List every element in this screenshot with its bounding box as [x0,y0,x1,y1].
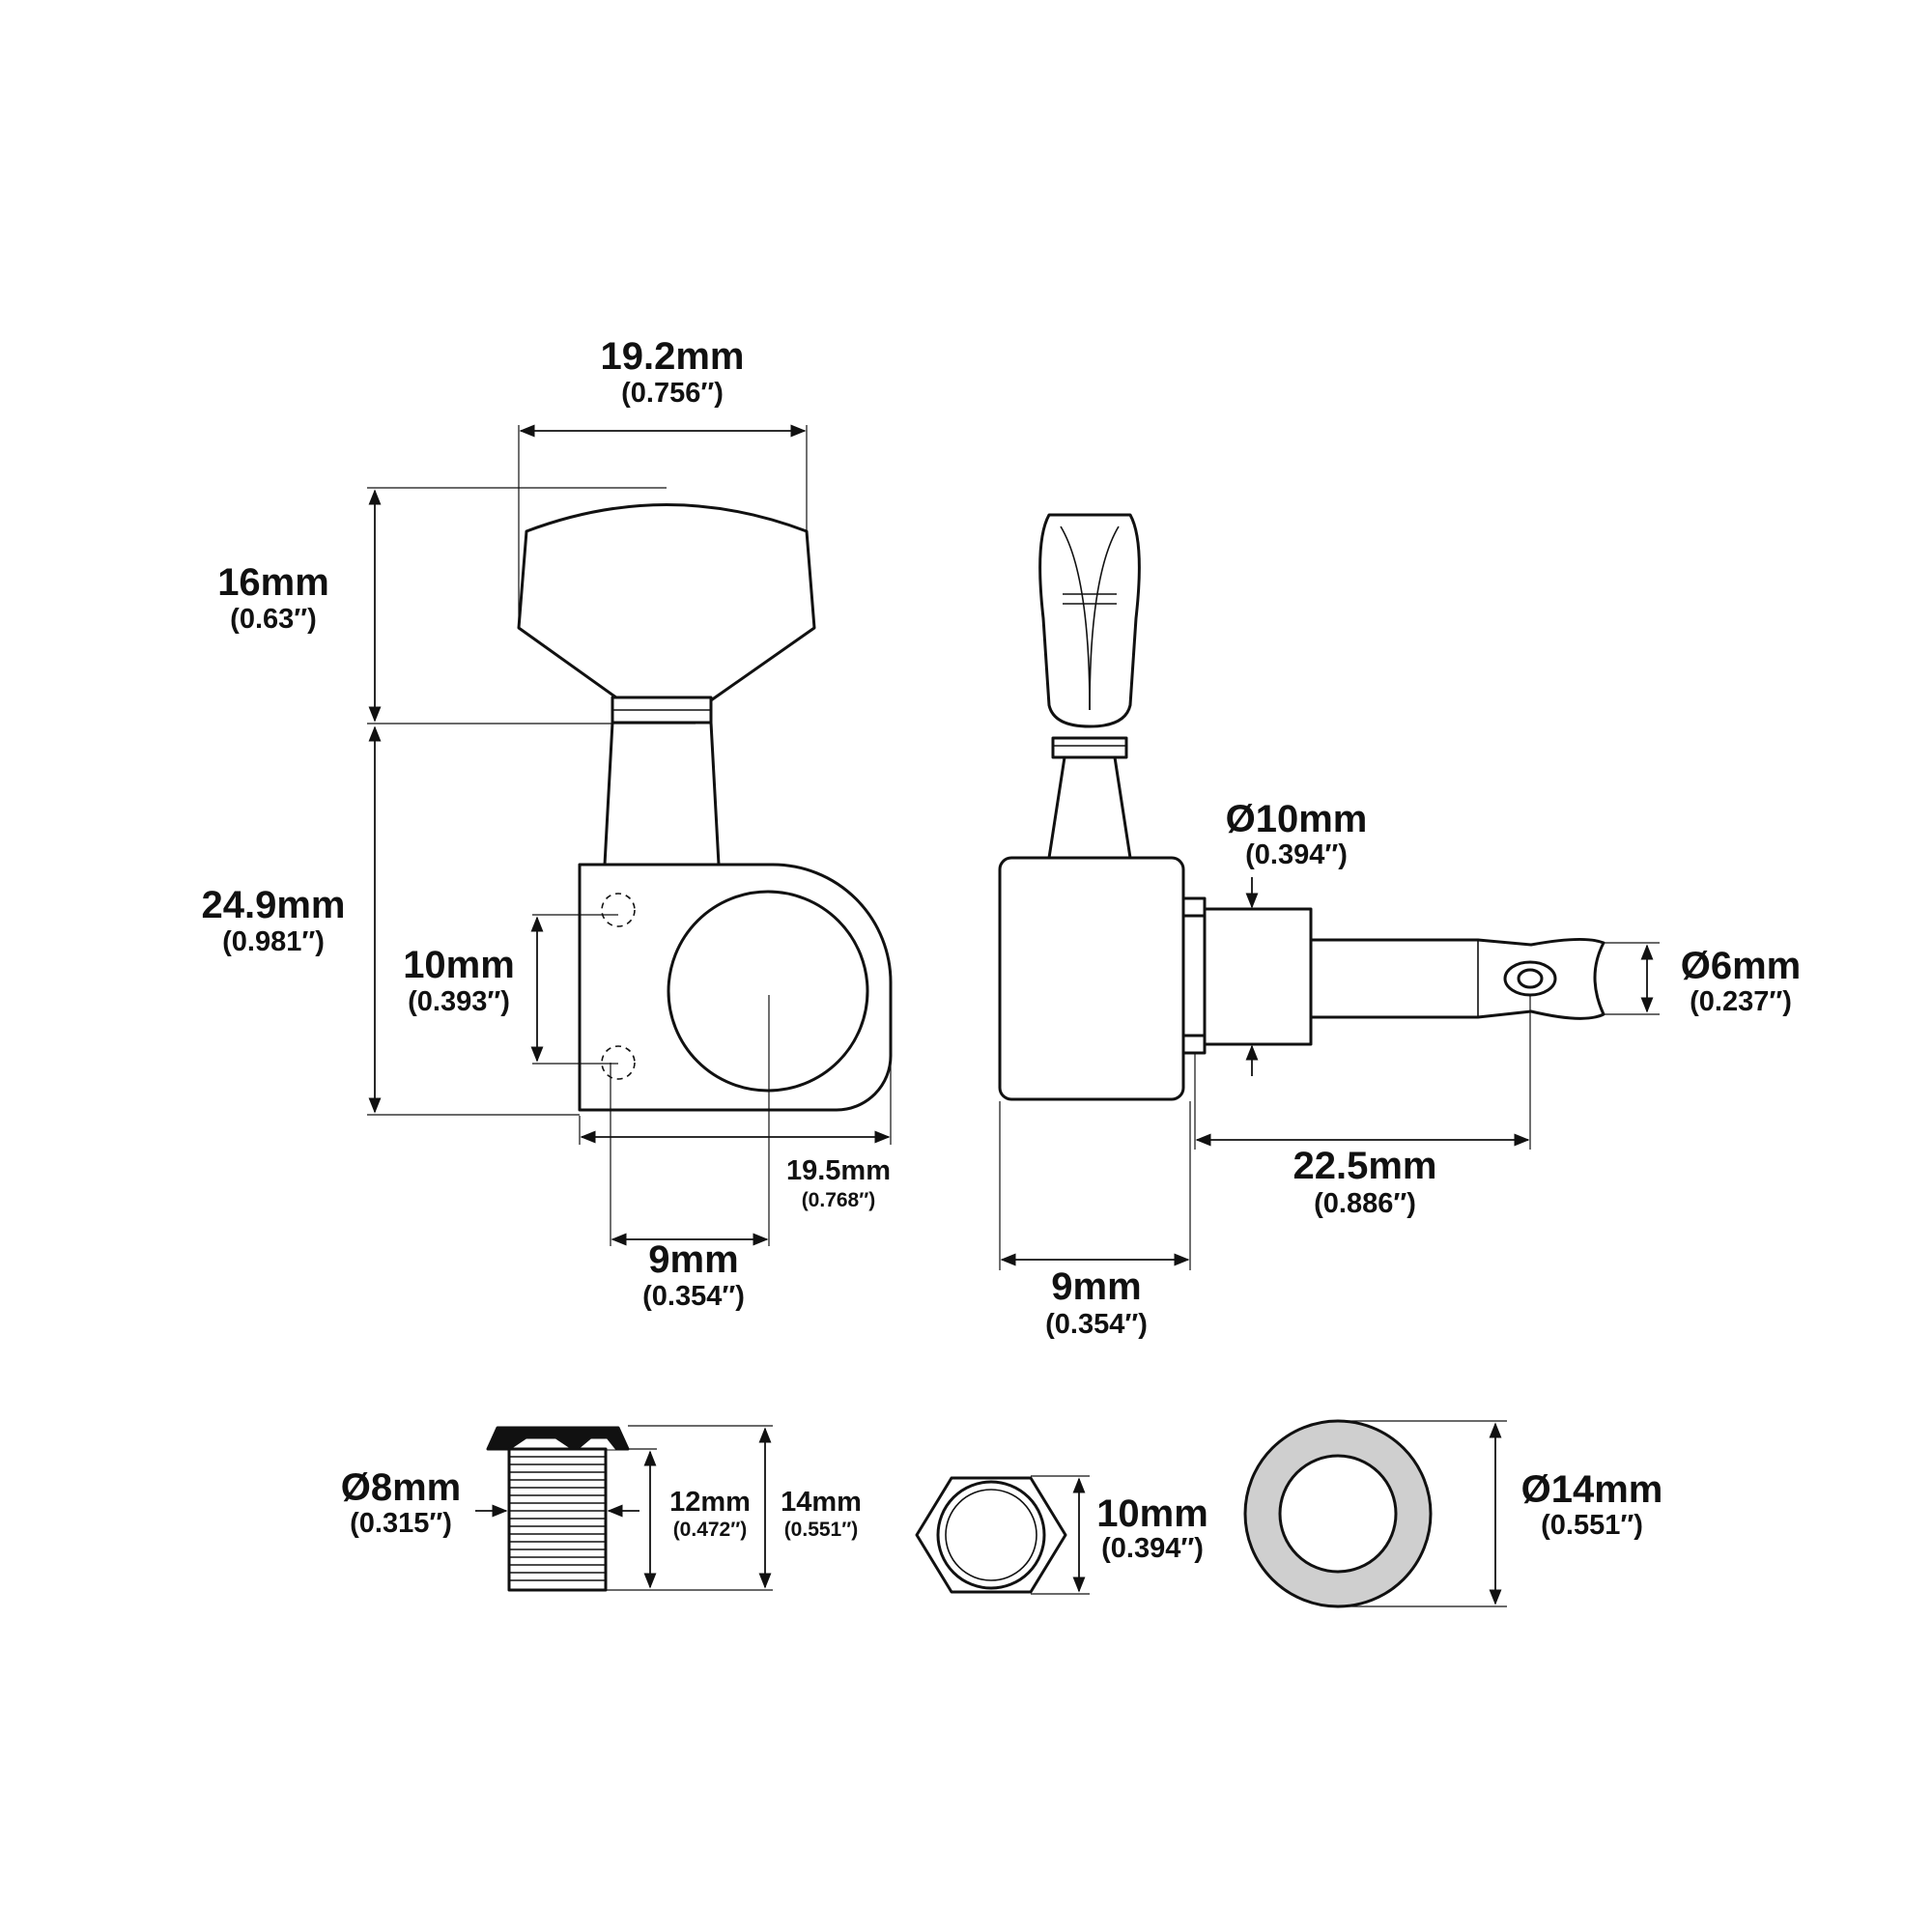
tuner-button-front [517,503,816,702]
button-height-inch: (0.63″) [230,604,317,635]
housing-depth-mm: 9mm [1051,1265,1141,1308]
screw-spacing-mm: 10mm [403,944,515,986]
ferrule-thread-body [507,1447,608,1592]
button-width-inch: (0.756″) [621,378,724,409]
ferrule-thread-lines [509,1456,606,1581]
side-housing [998,856,1185,1101]
hex-nut-inch: (0.394″) [1101,1533,1204,1564]
body-height-inch: (0.981″) [222,926,325,957]
post-diameter-mm: Ø6mm [1681,945,1802,987]
button-width-mm: 19.2mm [601,335,745,378]
side-shaft [1047,755,1132,860]
post-offset-mm: 9mm [648,1238,738,1281]
hex-nut-view: 10mm (0.394″) [915,1475,1208,1595]
washer-view: Ø14mm (0.551″) [1243,1419,1663,1608]
washer-diameter-inch: (0.551″) [1541,1510,1643,1541]
thread-diameter-mm: Ø8mm [341,1466,462,1509]
post-length-inch: (0.886″) [1314,1188,1416,1219]
base-width-mm: 19.5mm [786,1155,891,1186]
hex-nut-outer-ring [936,1480,1046,1590]
hex-nut-inner-ring [945,1489,1037,1581]
string-post [1309,937,1605,1020]
bushing-diameter-mm: Ø10mm [1226,798,1368,840]
washer-hole [1278,1454,1398,1574]
base-width-inch: (0.768″) [802,1189,876,1211]
housing-depth-inch: (0.354″) [1045,1309,1148,1340]
string-hole-inner [1517,968,1544,989]
pin-top [1181,896,1207,918]
button-facet [1060,526,1091,711]
side-view: Ø10mm (0.394″) Ø6mm (0.237″) 22.5mm (0.8… [998,513,1802,1340]
post-offset-inch: (0.354″) [642,1281,745,1312]
gear-circle [667,890,869,1093]
screw-spacing-inch: (0.393″) [408,986,510,1017]
post-diameter-inch: (0.237″) [1690,986,1792,1017]
bushing-diameter-inch: (0.394″) [1245,839,1348,870]
ferrule-view: Ø8mm (0.315″) 12mm (0.472″) 14mm (0.551″… [341,1425,862,1592]
screw-hole-bottom [601,1045,636,1080]
pin-bottom [1181,1034,1207,1055]
tuner-button-side [1038,513,1141,728]
side-collar [1051,736,1128,759]
ferrule-length-mm: 14mm [781,1487,862,1518]
side-bushing [1203,907,1313,1046]
front-view: 19.2mm (0.756″) 16mm (0.63″) 24.9mm (0.9… [202,335,893,1312]
thread-length-inch: (0.472″) [673,1519,748,1541]
screw-hole-top [601,893,636,927]
ferrule-length-inch: (0.551″) [784,1519,859,1541]
hex-nut-mm: 10mm [1096,1492,1208,1535]
thread-diameter-inch: (0.315″) [350,1508,452,1539]
post-length-mm: 22.5mm [1293,1145,1437,1187]
button-shaft [603,721,721,867]
thread-length-mm: 12mm [669,1487,751,1518]
washer-diameter-mm: Ø14mm [1521,1468,1663,1511]
button-facet [1089,526,1120,711]
body-height-mm: 24.9mm [202,884,346,926]
button-height-mm: 16mm [217,561,329,604]
